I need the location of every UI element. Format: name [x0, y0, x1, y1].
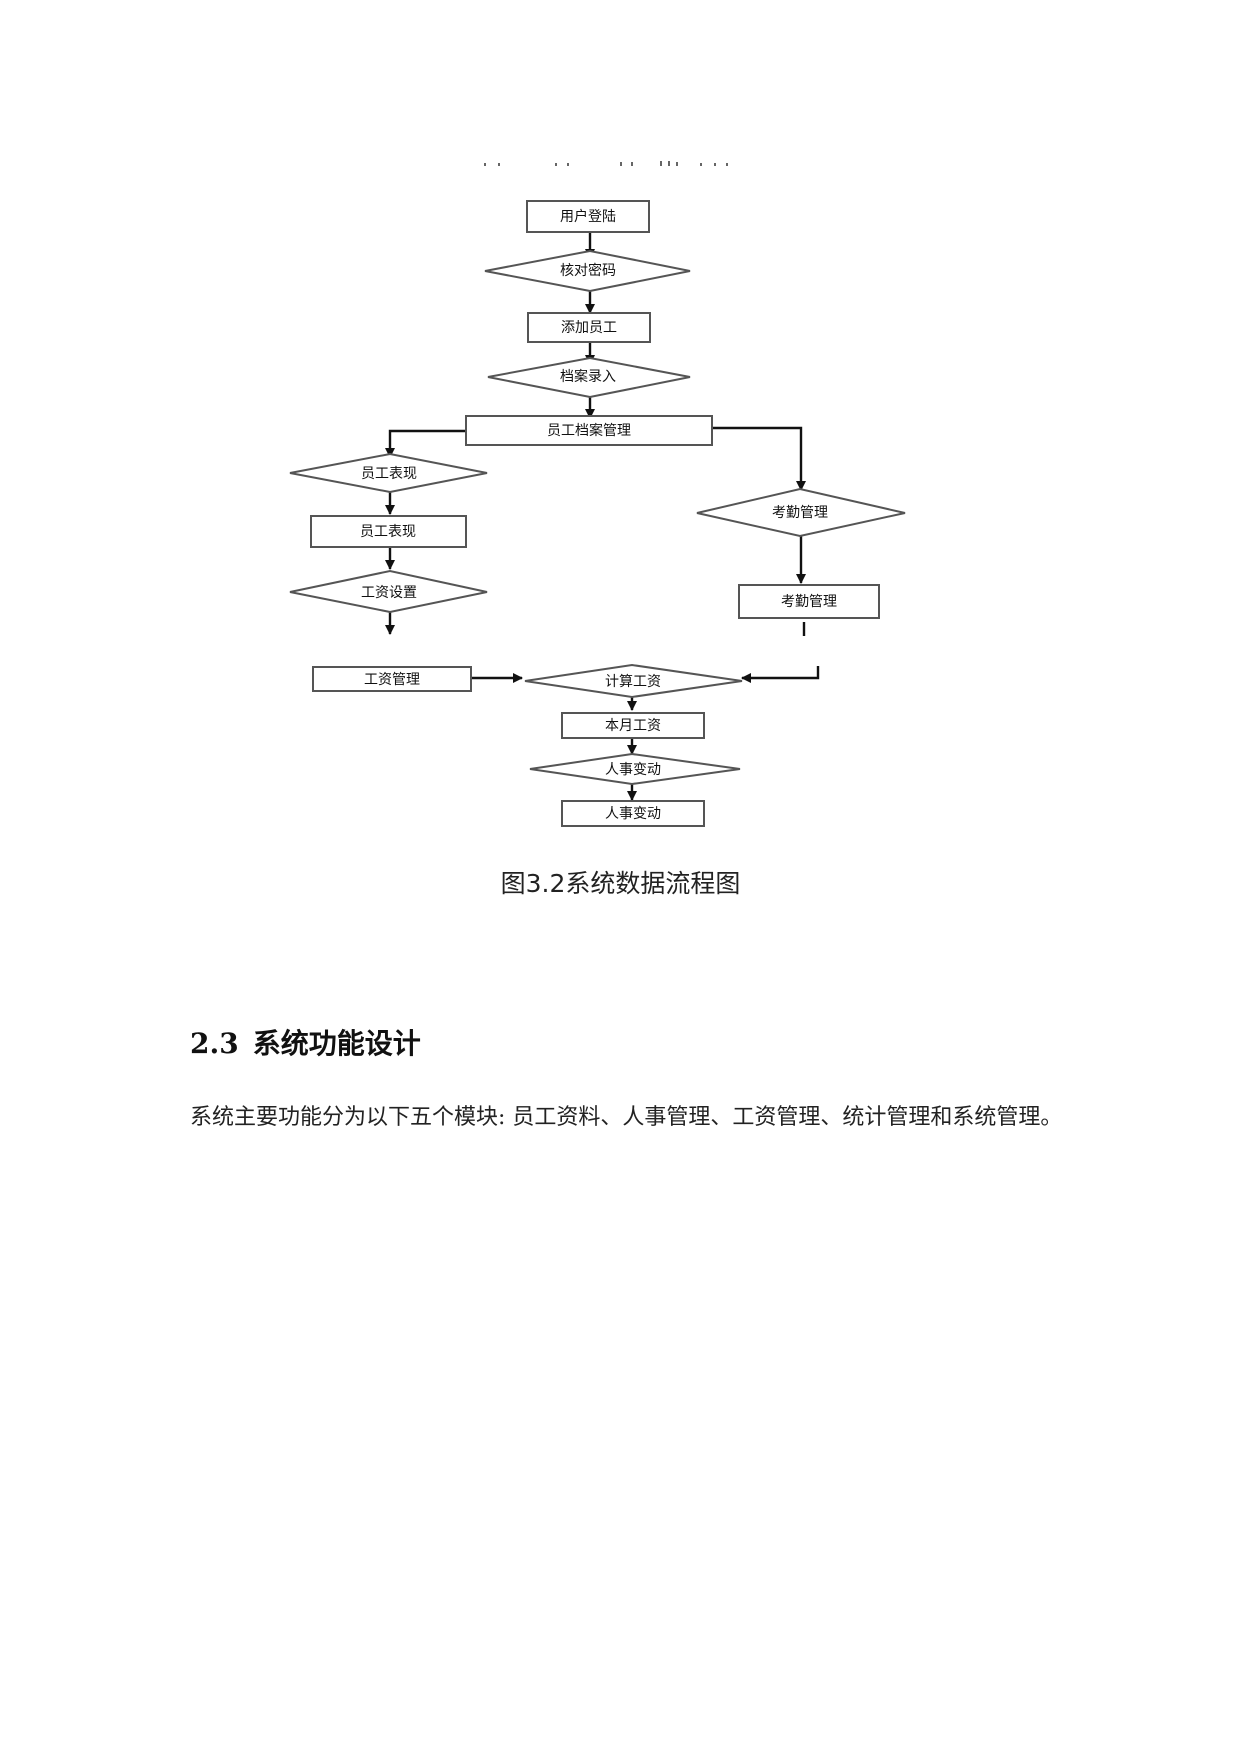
node-label: 核对密码	[560, 262, 616, 279]
edge-attend-calc	[741, 666, 820, 683]
node-label: 考勤管理	[781, 594, 837, 610]
edge-mgmt-perf	[385, 429, 466, 458]
node-user-login: 用户登陆	[526, 200, 650, 233]
node-archive-management: 员工档案管理	[465, 415, 713, 446]
node-performance-decision: 员工表现	[289, 452, 488, 494]
edge-mgmt-attend	[712, 426, 806, 491]
node-calculate-salary: 计算工资	[524, 663, 743, 699]
node-label: 人事变动	[605, 762, 661, 778]
node-performance: 员工表现	[310, 515, 467, 548]
node-label: 档案录入	[560, 368, 616, 385]
node-label: 员工表现	[360, 524, 416, 540]
node-label: 考勤管理	[772, 505, 828, 521]
node-archive-entry: 档案录入	[487, 356, 691, 399]
section-title: 系统功能设计	[252, 1027, 421, 1060]
section-heading: 2.3 系统功能设计	[190, 1022, 421, 1062]
node-monthly-salary: 本月工资	[561, 712, 705, 739]
node-label: 计算工资	[605, 674, 661, 690]
node-salary-setting: 工资设置	[289, 569, 488, 614]
node-attendance-decision: 考勤管理	[696, 487, 906, 538]
section-body: 系统主要功能分为以下五个模块: 员工资料、人事管理、工资管理、统计管理和系统管理…	[190, 1105, 1063, 1130]
node-label: 本月工资	[605, 718, 661, 734]
scan-artifact-marks	[484, 161, 728, 166]
node-attendance: 考勤管理	[738, 584, 880, 619]
node-hr-change-decision: 人事变动	[529, 752, 741, 786]
node-hr-change: 人事变动	[561, 800, 705, 827]
node-label: 人事变动	[605, 806, 661, 822]
node-salary-management: 工资管理	[312, 666, 472, 692]
node-label: 添加员工	[561, 320, 617, 336]
node-label: 工资设置	[361, 585, 417, 601]
node-label: 工资管理	[364, 672, 420, 688]
node-label: 员工表现	[361, 466, 417, 482]
section-number: 2.3	[190, 1027, 239, 1060]
figure-caption: 图3.2系统数据流程图	[500, 869, 741, 898]
data-flow-diagram: 用户登陆 核对密码 添加员工 档案录入 员工档案管理 员工表现 员工表现 工资设…	[289, 161, 906, 827]
node-label: 用户登陆	[560, 208, 616, 225]
node-add-employee: 添加员工	[527, 312, 651, 343]
flow-edges	[385, 232, 820, 801]
node-verify-password: 核对密码	[484, 249, 691, 293]
node-label: 员工档案管理	[547, 422, 631, 439]
